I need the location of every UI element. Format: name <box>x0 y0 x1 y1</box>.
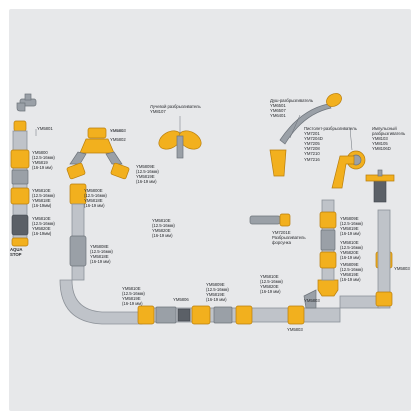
label-right-low: YM5809E (12.5-16мм) YM5819E (16-19 мм) <box>340 262 363 283</box>
label-bottom-join: YM5806 <box>173 297 189 302</box>
label-right-end: YM5803 <box>394 266 410 271</box>
label-bottom1: YM5810E (12.5-16мм) YM5819E (16-19 мм) <box>122 286 145 307</box>
label-lower-left: YM5808E (12.5-16мм) YM5818E (16-19 мм) <box>90 244 113 265</box>
label-bottom3: YM5810E (12.5-16мм) YM5820E (16-19 мм) <box>260 274 283 295</box>
shower-wand-icon <box>269 93 342 177</box>
label-splitter: YM5802 <box>110 137 126 142</box>
faucet-icon <box>13 93 37 132</box>
label-nozzle: YM7201E Разбрызгиватель форсунка <box>272 230 306 246</box>
left-hose-run <box>10 130 30 247</box>
nozzle-icon <box>249 213 291 227</box>
label-right-up: YM5809E (12.5-16мм) YM5819E (16-19 мм) <box>340 216 363 237</box>
label-center-low: YM5810E (12.5-16мм) YM5820E (16-19 мм) <box>152 218 175 239</box>
bottom-hose-run <box>137 305 341 325</box>
label-center-mid: YM5809E (12.5-16мм) YM5819E (16-19 мм) <box>136 164 159 185</box>
right-hose-run <box>303 199 393 309</box>
label-left-coupling: YM5810E (12.5-16мм) YM5818E (16-19мм) <box>32 188 55 209</box>
butterfly-sprinkler-icon <box>158 130 202 159</box>
label-bottom-tee: YM5803 <box>287 327 303 332</box>
label-left-bottom: YM5810E (12.5-16мм) YM5820E (16-19мм) <box>32 216 55 237</box>
label-left-adapter: YM5800 (12.5-16мм) YM5819 (16-19 мм) <box>32 150 55 171</box>
impulse-sprinkler-icon <box>365 169 395 203</box>
label-right-side: YM5803 <box>304 298 320 303</box>
center-hose <box>59 183 143 325</box>
label-pistol: Пистолет-разбрызгиватель YM7201 YM7204D … <box>304 126 357 162</box>
leader-lines <box>35 114 353 151</box>
label-aqua-stop: AQUA STOP <box>10 247 23 258</box>
label-butterfly: Лучевой разбрызгиватель YM8107 <box>150 104 201 115</box>
label-bottom2: YM5809E (12.5-16мм) YM5819E (16-19 мм) <box>206 282 229 303</box>
label-yconn: YM5803 <box>110 128 126 133</box>
label-right-up2: YM5810E (12.5-16мм) YM5820E (16-19 мм) <box>340 240 363 261</box>
label-faucet: YM5801 <box>37 126 53 131</box>
label-shower-wand: Душ-разбрызгиватель YM6501 YM6507 YM6401 <box>270 98 314 119</box>
label-impulse: Импульсный разбрызгиватель YM8103 YM8105… <box>372 126 406 152</box>
pistol-sprayer-icon <box>331 150 366 189</box>
splitter <box>66 127 130 180</box>
label-yconn-left: YM5800E (12.5-16мм) YM5818E (16-19 мм) <box>84 188 107 209</box>
